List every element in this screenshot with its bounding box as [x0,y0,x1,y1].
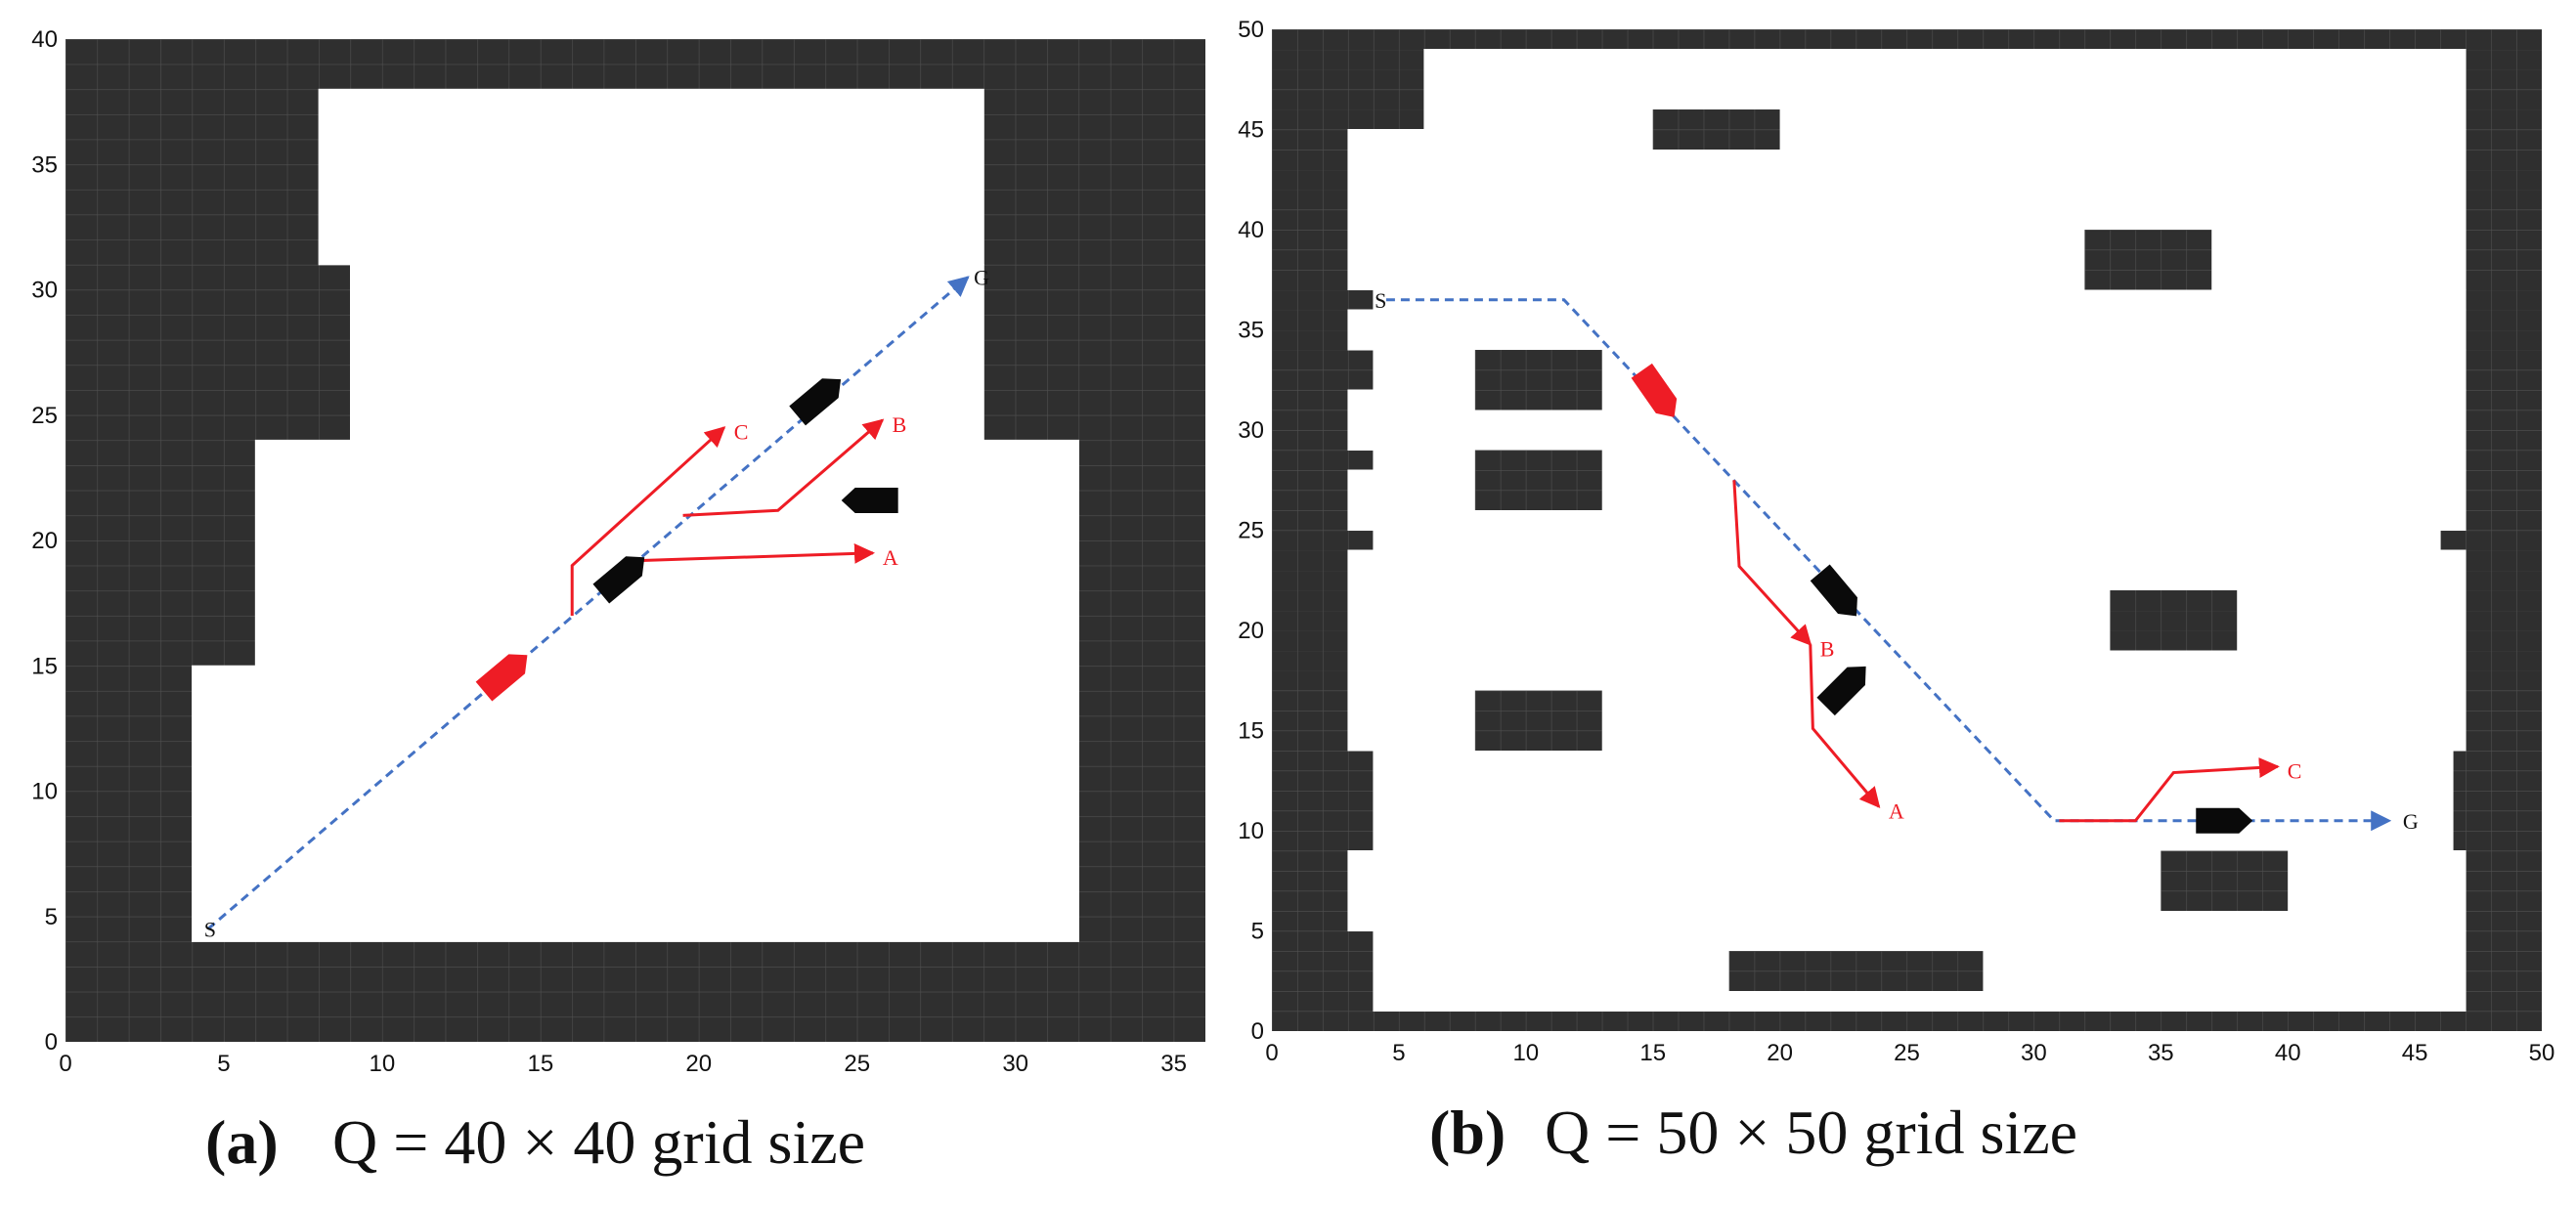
panel-a-x-tick-label: 15 [527,1051,553,1077]
panel-b-local-path-b [1732,480,1812,646]
panel-a-y-tick-label: 0 [45,1029,58,1056]
panel-b-y-tick-label: 30 [1238,417,1264,444]
panel-b-y-tick-label: 45 [1238,117,1264,144]
panel-a-local-path-b [682,418,885,517]
panel-b-y-tick-label: 35 [1238,318,1264,344]
panel-b-x-tick-label: 10 [1512,1040,1539,1066]
panel-a-x-tick-label: 5 [217,1051,230,1077]
panel-b-island-obstacle-4 [2110,590,2238,651]
panel-a-y-tick-label: 15 [31,653,58,679]
panel-b-x-tick-label: 50 [2529,1040,2555,1066]
panel-a-local-path-a [641,542,876,564]
panel-a-free-water-3 [318,88,984,266]
panel-a-caption-label: (a) [205,1107,279,1177]
panel-a-start-marker: S [204,918,216,942]
panel-b-free-water-1 [1347,850,2467,931]
panel-b-island-obstacle-3 [1474,450,1602,510]
panel-a-local-path-label-b: B [893,412,907,437]
panel-b-free-water-12 [1423,49,2467,130]
panel-b-y-tick-label: 0 [1251,1018,1264,1045]
panel-a-obstacle-ship-icon-2 [841,487,898,513]
panel-b-y-tick-label: 40 [1238,217,1264,243]
panel-b-island-obstacle-1 [2084,230,2212,290]
panel-b-free-water-10 [1373,289,2467,311]
panel-b-local-path-label-a: A [1889,798,1904,823]
panel-b-caption-label: (b) [1429,1098,1506,1167]
panel-b-x-tick-label: 5 [1392,1040,1405,1066]
panel-a-obstacle-ship-icon-0 [592,556,645,604]
panel-a-y-tick-label: 35 [31,151,58,178]
panel-a-x-tick-label: 25 [844,1051,870,1077]
panel-b-obstacle-ship-icon-0 [1810,564,1857,617]
panel-b-y-tick-label: 20 [1238,618,1264,644]
panel-a-x-tick-label: 20 [685,1051,712,1077]
panel-a-y-tick-label: 30 [31,278,58,304]
panel-b-x-tick-label: 40 [2275,1040,2301,1066]
panel-b-free-water-9 [1347,309,2467,351]
panel-a-caption-text: Q = 40 × 40 grid size [332,1107,865,1177]
panel-a-y-tick-label: 40 [31,26,58,53]
panel-b-y-tick-label: 25 [1238,518,1264,544]
panel-b-y-tick-label: 5 [1251,919,1264,945]
panel-b-island-obstacle-5 [1474,690,1602,751]
panel-a-local-path-label-c: C [734,420,749,445]
panel-a-obstacle-ship-icon-1 [789,378,842,426]
panel-b-caption-text: Q = 50 × 50 grid size [1545,1098,2077,1167]
panel-b-x-tick-label: 45 [2402,1040,2428,1066]
panel-b-free-water-6 [1373,450,2467,471]
panel-a-x-tick-label: 35 [1160,1051,1187,1077]
panel-a-free-water-2 [350,264,984,441]
panel-a-goal-marker: G [974,266,989,290]
panel-b-island-obstacle-6 [2161,850,2289,911]
panel-a-global-path [206,276,970,930]
panel-b-own-ship-icon [1631,363,1678,417]
panel-b-goal-marker: G [2403,809,2419,834]
panel-a-free-water-0 [192,665,1079,942]
panel-a-free-water-1 [254,439,1079,667]
panel-b-start-marker: S [1375,288,1386,313]
panel-b-free-water-4 [1373,530,2441,551]
panel-b-y-tick-label: 15 [1238,718,1264,745]
panel-b-local-path-label-b: B [1820,636,1835,661]
panel-a-x-tick-label: 30 [1002,1051,1028,1077]
panel-a-y-tick-label: 20 [31,528,58,554]
panel-b-obstacle-ship-icon-2 [2196,807,2253,834]
panel-b-x-tick-label: 15 [1639,1040,1666,1066]
panel-b-local-path-c [2059,757,2280,823]
panel-b-free-water-11 [1347,129,2467,290]
panel-b-y-tick-label: 50 [1238,17,1264,43]
panel-b-local-path-a [1809,644,1881,809]
panel-b-local-path-label-c: C [2288,758,2302,783]
panel-b-island-obstacle-0 [1652,109,1780,150]
panel-b-island-obstacle-2 [1474,350,1602,410]
panel-b-x-tick-label: 25 [1894,1040,1920,1066]
panel-a-local-path-c [570,426,726,616]
panel-a-x-tick-label: 0 [59,1051,71,1077]
panel-a-y-tick-label: 5 [45,904,58,930]
panel-b-island-obstacle-7 [1728,951,1984,991]
panel-b-obstacle-ship-icon-1 [1816,666,1866,716]
panel-a-y-tick-label: 25 [31,403,58,429]
panel-a-local-path-label-a: A [883,545,898,570]
panel-a-y-tick-label: 10 [31,779,58,805]
panel-b-y-tick-label: 10 [1238,818,1264,844]
panel-b-x-tick-label: 20 [1767,1040,1793,1066]
panel-b-x-tick-label: 35 [2148,1040,2174,1066]
panel-b-x-tick-label: 30 [2021,1040,2047,1066]
panel-a-grid-map: C B A S G 0 5 10 15 20 25 30 35 0 5 10 15 20 25 30 35 40 [31,26,1205,1077]
panel-b-grid-map: B A C S G 0 5 10 15 20 25 30 35 40 45 50 0 5 10 15 20 25 30 35 4… [1238,17,2554,1066]
panel-a-x-tick-label: 10 [370,1051,396,1077]
panel-a-own-ship-icon [475,654,528,702]
panel-b-x-tick-label: 0 [1265,1040,1278,1066]
